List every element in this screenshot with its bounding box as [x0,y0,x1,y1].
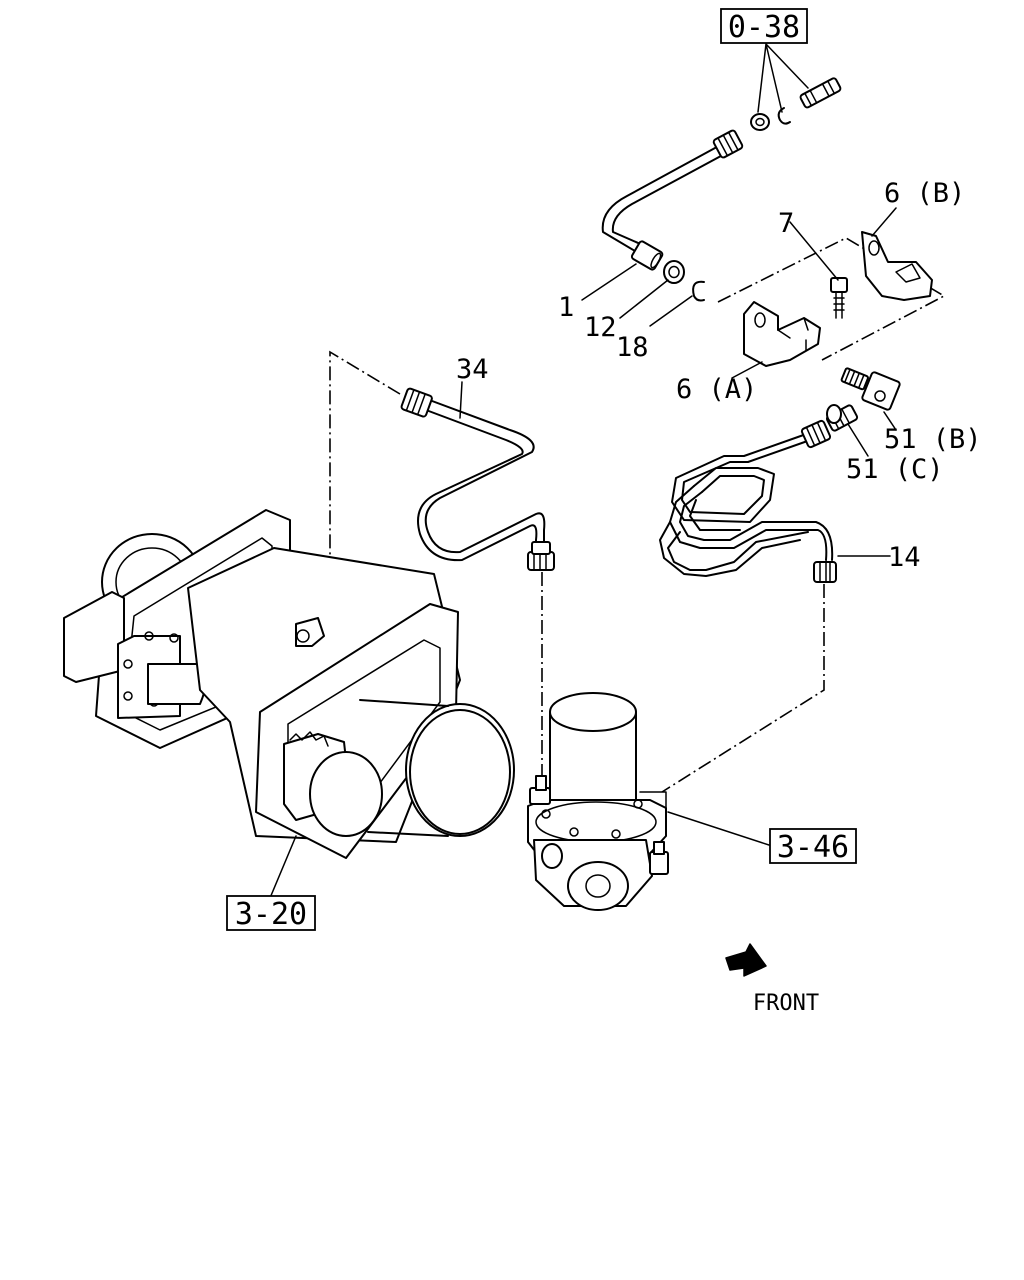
label-51b: 51 (B) [884,424,982,455]
clip-18[interactable] [692,280,705,302]
bracket-6b[interactable] [861,231,933,301]
ref-box-3-20[interactable]: 3-20 [226,895,316,932]
pipe-14-route-line [661,584,825,793]
compressor-assembly[interactable] [63,509,515,859]
label-6a: 6 (A) [676,374,757,405]
bolt-7[interactable] [830,277,848,319]
leader-6a [731,361,763,379]
leader-7 [789,221,839,281]
pipe-1[interactable] [601,129,744,271]
bracket-6a[interactable] [743,301,821,367]
ref-box-3-46-label: 3-46 [777,830,849,865]
connector-51b[interactable] [840,367,901,411]
label-51c: 51 (C) [846,454,944,485]
label-7: 7 [778,208,794,239]
leader-51b [883,411,897,431]
leader-3-46 [667,811,773,847]
leader-12 [619,279,669,319]
leader-1 [581,263,637,301]
front-arrow-icon [725,943,767,977]
leader-18 [649,295,693,327]
label-18: 18 [616,332,649,363]
label-6b: 6 (B) [884,178,965,209]
pipe-14[interactable] [659,419,837,583]
label-1: 1 [558,292,574,323]
leader-34 [459,381,463,419]
label-34: 34 [456,354,489,385]
leader-51c [847,423,869,457]
ref-box-3-46[interactable]: 3-46 [769,828,857,865]
air-dryer-assembly[interactable] [527,692,669,911]
front-label: FRONT [753,991,819,1016]
label-12: 12 [584,312,617,343]
nut-12[interactable] [663,260,685,284]
connector-51c[interactable] [825,404,859,432]
label-14: 14 [888,542,921,573]
leader-6b [871,207,897,237]
leader-3-20 [269,835,297,899]
fitting-kit-0-38 [750,43,842,131]
pipe-34-route-line-compressor [329,350,401,620]
pipe-34[interactable] [400,387,555,571]
ref-box-3-20-label: 3-20 [235,897,307,932]
ref-box-0-38[interactable]: 0-38 [720,8,808,45]
ref-box-0-38-label: 0-38 [728,10,800,45]
